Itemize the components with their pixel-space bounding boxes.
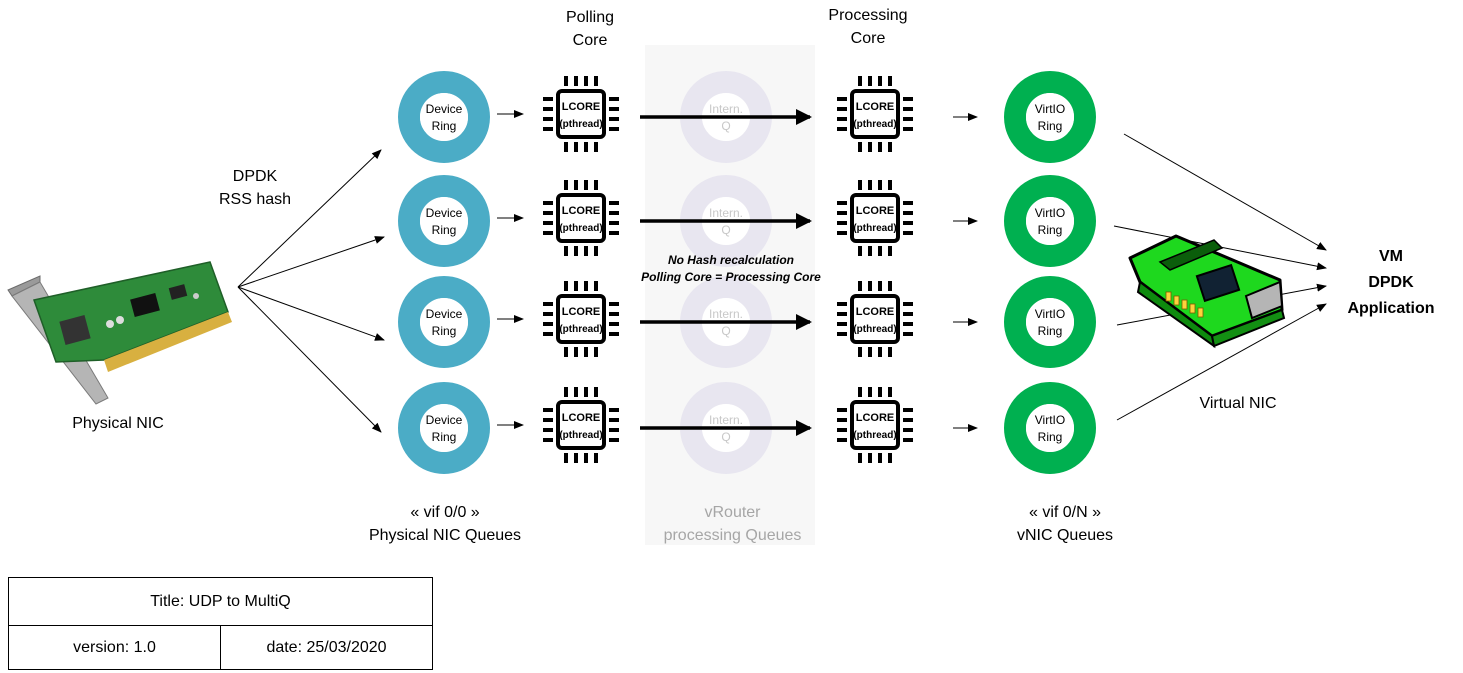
version-cell: version: 1.0 — [73, 639, 156, 656]
title-cell: Title: UDP to MultiQ — [9, 578, 432, 626]
polling-lcore-4: LCORE (pthread) — [543, 387, 619, 463]
virtio-ring-3-label-1: VirtIO — [1035, 307, 1065, 321]
device-ring-3-label-2: Ring — [432, 324, 457, 338]
processing-lcore-1-label-2: (pthread) — [853, 119, 896, 130]
virtio-ring-2-label-1: VirtIO — [1035, 206, 1065, 220]
processing-lcore-4-label-1: LCORE — [856, 412, 895, 424]
processing-lcore-4: LCORE (pthread) — [837, 387, 913, 463]
virtio-ring-1: VirtIO Ring — [1004, 71, 1096, 163]
virtual-nic-image — [1128, 234, 1286, 349]
internal-queue-1-label-2: Q — [721, 119, 730, 133]
physical-nic-image — [7, 261, 232, 405]
device-ring-1-label-1: Device — [426, 102, 463, 116]
internal-queue-3-label-1: Intern. — [709, 307, 743, 321]
polling-lcore-2: LCORE (pthread) — [543, 180, 619, 256]
internal-queue-2-label-1: Intern. — [709, 206, 743, 220]
polling-lcore-3: LCORE (pthread) — [543, 281, 619, 357]
processing-lcore-3: LCORE (pthread) — [837, 281, 913, 357]
polling-lcore-3-label-2: (pthread) — [559, 324, 602, 335]
virtio-ring-1-label-2: Ring — [1038, 119, 1063, 133]
date-cell: date: 25/03/2020 — [220, 626, 432, 670]
device-ring-2-label-2: Ring — [432, 223, 457, 237]
internal-queue-1-label-1: Intern. — [709, 102, 743, 116]
polling-lcore-4-label-1: LCORE — [562, 412, 601, 424]
polling-lcore-1-label-2: (pthread) — [559, 119, 602, 130]
processing-lcore-2: LCORE (pthread) — [837, 180, 913, 256]
virtio-ring-4-label-2: Ring — [1038, 430, 1063, 444]
polling-lcore-2-label-2: (pthread) — [559, 223, 602, 234]
processing-lcore-1: LCORE (pthread) — [837, 76, 913, 152]
internal-queue-3-label-2: Q — [721, 324, 730, 338]
processing-lcore-3-label-1: LCORE — [856, 306, 895, 318]
virtio-ring-3: VirtIO Ring — [1004, 276, 1096, 368]
device-ring-2-label-1: Device — [426, 206, 463, 220]
rss-fanout-arrows — [237, 149, 385, 433]
internal-queue-4-label-1: Intern. — [709, 413, 743, 427]
title-block: Title: UDP to MultiQ version: 1.0 date: … — [8, 577, 433, 670]
virtio-ring-3-label-2: Ring — [1038, 324, 1063, 338]
vnic-queues-label: « vif 0/N »vNIC Queues — [1016, 504, 1114, 544]
device-ring-1-label-2: Ring — [432, 119, 457, 133]
polling-lcore-4-label-2: (pthread) — [559, 430, 602, 441]
processing-lcore-2-label-1: LCORE — [856, 205, 895, 217]
polling-lcore-2-label-1: LCORE — [562, 205, 601, 217]
device-ring-3-label-1: Device — [426, 307, 463, 321]
polling-lcore-1-label-1: LCORE — [562, 101, 601, 113]
virtio-ring-4: VirtIO Ring — [1004, 382, 1096, 474]
processing-lcore-2-label-2: (pthread) — [853, 223, 896, 234]
processing-lcore-1-label-1: LCORE — [856, 101, 895, 113]
polling-lcore-3-label-1: LCORE — [562, 306, 601, 318]
processing-lcore-4-label-2: (pthread) — [853, 430, 896, 441]
physical-queues-label: « vif 0/0 »Physical NIC Queues — [368, 504, 522, 544]
virtio-ring-4-label-1: VirtIO — [1035, 413, 1065, 427]
polling-lcore-1: LCORE (pthread) — [543, 76, 619, 152]
device-ring-4-label-1: Device — [426, 413, 463, 427]
internal-queue-4-label-2: Q — [721, 430, 730, 444]
virtio-ring-2-label-2: Ring — [1038, 223, 1063, 237]
internal-queue-2-label-2: Q — [721, 223, 730, 237]
processing-lcore-3-label-2: (pthread) — [853, 324, 896, 335]
physical-nic-label: Physical NIC — [72, 415, 164, 432]
device-ring-4-label-2: Ring — [432, 430, 457, 444]
virtual-nic-label: Virtual NIC — [1199, 395, 1277, 412]
virtio-ring-1-label-1: VirtIO — [1035, 102, 1065, 116]
virtio-ring-2: VirtIO Ring — [1004, 175, 1096, 267]
